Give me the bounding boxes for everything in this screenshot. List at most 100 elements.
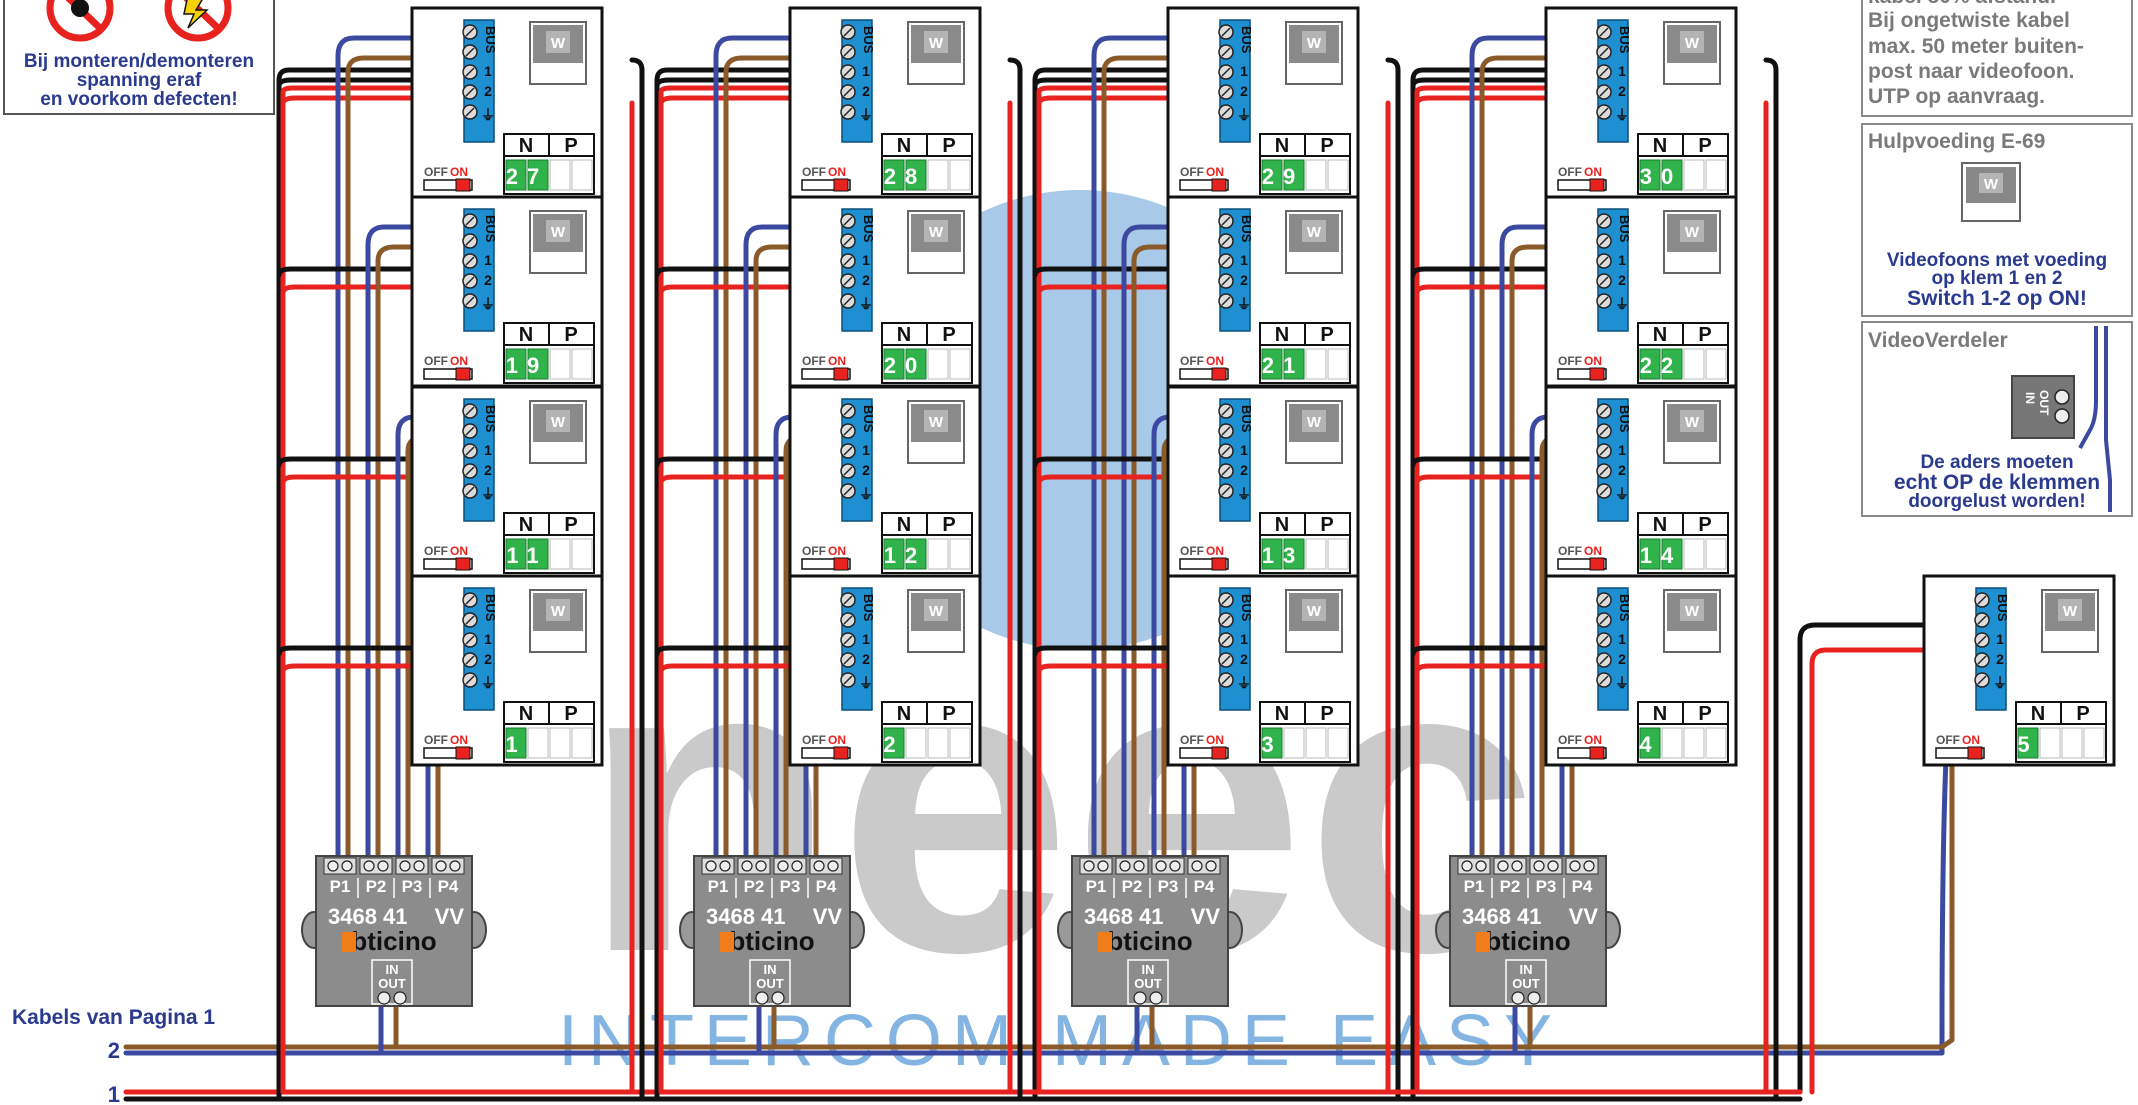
svg-text:IN: IN	[1520, 962, 1533, 977]
power-branch-black	[654, 266, 835, 278]
svg-text:OUT: OUT	[756, 976, 784, 991]
bticino-logo: bticino	[1107, 926, 1192, 956]
power-riser-red	[658, 85, 846, 1095]
terminal-label: 1	[1996, 631, 2004, 647]
bus-blue	[1499, 224, 1603, 867]
splitter-icon: IN OUT	[2011, 375, 2075, 439]
svg-text:OUT: OUT	[1134, 976, 1162, 991]
terminal-strip	[1596, 587, 1629, 711]
power-branch-black	[1032, 456, 1213, 468]
dip-digit-bg	[527, 538, 549, 570]
psu-line-2: op klem 1 en 2	[1932, 268, 2063, 289]
bus-blue	[1469, 35, 1603, 867]
col-n-label: N	[897, 324, 911, 346]
power-riser-red	[1414, 85, 1602, 1095]
power-branch-red	[280, 284, 469, 296]
terminal-label: 2	[484, 462, 492, 478]
terminal-label: 2	[862, 651, 870, 667]
ground-icon: ⏚	[481, 296, 495, 312]
power-branch-black	[1410, 266, 1591, 278]
splitter-line-2: echt OP de klemmen	[1894, 471, 2100, 494]
power-branch-red	[280, 474, 469, 486]
warning-panel: Bij monteren/demonteren spanning eraf en…	[3, 0, 275, 115]
dip-digit-bg	[527, 159, 549, 191]
switch-off-label: OFF	[424, 354, 448, 368]
switch-off-label: OFF	[1558, 354, 1582, 368]
monitor-screen-icon: W	[907, 21, 965, 85]
svg-text:W: W	[1984, 176, 1999, 193]
psu-line-3: Switch 1-2 op ON!	[1907, 287, 2087, 310]
bus-brown	[345, 55, 469, 867]
power-branch-red	[1414, 474, 1603, 486]
terminal-strip	[462, 398, 495, 522]
splitter-line-1: De aders moeten	[1920, 452, 2073, 473]
switch-off-label: OFF	[802, 354, 826, 368]
port-label: P4	[438, 877, 459, 896]
col-p-label: P	[942, 703, 955, 725]
dip-digit-bg	[883, 348, 905, 380]
power-riser-black	[276, 67, 453, 1102]
ground-icon: ⏚	[1237, 107, 1251, 123]
monitor-screen-icon: W	[907, 400, 965, 464]
power-branch-black	[1032, 77, 1213, 89]
dip-digit-bg	[883, 159, 905, 191]
monitor-number: 29	[1262, 164, 1304, 189]
psu-panel: Hulpvoeding E-69 W Videofoons met voedin…	[1861, 123, 2133, 317]
svg-text:W: W	[551, 224, 566, 241]
svg-text:W: W	[929, 603, 944, 620]
col-p-label: P	[1698, 703, 1711, 725]
terminal-label: 1	[1240, 252, 1248, 268]
svg-text:OUT: OUT	[378, 976, 406, 991]
power-riser-red	[1036, 85, 1224, 1095]
monitor-screen-icon: W	[529, 21, 587, 85]
svg-text:W: W	[1307, 35, 1322, 52]
ground-icon: ⏚	[859, 486, 873, 502]
power-return-black	[1007, 57, 1023, 1102]
monitor-number: 2	[883, 732, 904, 757]
terminal-label-bus: BUS	[861, 594, 876, 622]
port-label: P3	[1158, 877, 1179, 896]
terminal-label: 2	[1240, 462, 1248, 478]
no-tools-icon	[46, 0, 114, 42]
bus-brown	[375, 244, 469, 867]
terminal-label: 1	[862, 63, 870, 79]
power-riser-black	[1032, 67, 1209, 1102]
psu-title: Hulpvoeding E-69	[1868, 130, 2045, 153]
terminal-label: 1	[484, 442, 492, 458]
switch-off-label: OFF	[1558, 544, 1582, 558]
col-p-label: P	[1320, 324, 1333, 346]
port-label: P2	[1122, 877, 1143, 896]
switch-off-label: OFF	[802, 165, 826, 179]
switch-off-label: OFF	[1180, 544, 1204, 558]
terminal-strip	[462, 587, 495, 711]
col-n-label: N	[1653, 514, 1667, 536]
port-label: P2	[366, 877, 387, 896]
col-n-label: N	[897, 703, 911, 725]
terminal-label: 1	[1240, 631, 1248, 647]
svg-text:IN: IN	[764, 962, 777, 977]
svg-text:W: W	[551, 35, 566, 52]
power-branch-black	[1410, 645, 1591, 657]
monitor-screen-icon: W	[529, 400, 587, 464]
terminal-label-bus: BUS	[483, 594, 498, 622]
terminal-label: 2	[862, 272, 870, 288]
switch-on-label: ON	[450, 165, 468, 179]
switch-off-label: OFF	[424, 544, 448, 558]
col-n-label: N	[1653, 135, 1667, 157]
terminal-strip	[462, 208, 495, 332]
dip-digit-bg	[905, 159, 927, 191]
dip-digit-bg	[1283, 159, 1305, 191]
